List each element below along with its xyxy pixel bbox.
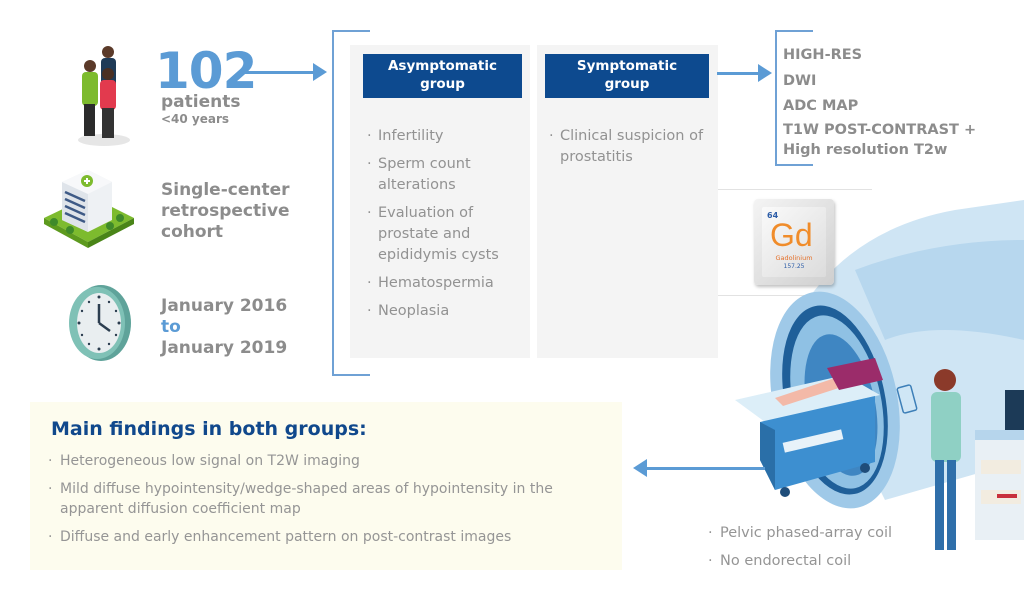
patients-group-icon (78, 46, 130, 146)
list-item: Neoplasia (367, 301, 527, 322)
gd-atomic-number: 64 (767, 211, 779, 220)
arrow-to-groups (245, 71, 315, 74)
arrow-to-protocol-head (758, 64, 772, 82)
symptomatic-title-line2: group (604, 76, 650, 92)
arrow-to-findings-head (633, 459, 647, 477)
arrow-to-groups-head (313, 63, 327, 81)
findings-title: Main findings in both groups: (51, 418, 367, 440)
clock-icon (69, 285, 131, 361)
period-start: January 2016 (161, 296, 288, 316)
asymptomatic-title-line2: group (420, 76, 465, 92)
asymptomatic-title-line1: Asymptomatic (387, 58, 497, 74)
list-item: Evaluation of prostate and epididymis cy… (367, 203, 527, 266)
list-item: Sperm count alterations (367, 154, 527, 196)
hospital-icon (44, 170, 134, 248)
list-item: Hematospermia (367, 273, 527, 294)
arrow-to-protocol (717, 72, 761, 75)
study-design-text: Single-center retrospective cohort (161, 180, 290, 243)
list-item: Heterogeneous low signal on T2W imaging (48, 451, 618, 471)
list-item: Infertility (367, 126, 527, 147)
divider (718, 295, 828, 296)
mri-protocol-list: HIGH-RES DWI ADC MAP T1W POST-CONTRAST +… (783, 43, 976, 160)
study-design-line: cohort (161, 222, 224, 242)
gd-atomic-mass: 157.25 (783, 263, 805, 270)
protocol-item: DWI (783, 72, 817, 89)
list-item: Mild diffuse hypointensity/wedge-shaped … (48, 479, 608, 519)
protocol-item: High resolution T2w (783, 141, 948, 158)
period-end: January 2019 (161, 338, 288, 358)
list-item: No endorectal coil (708, 551, 892, 571)
arrow-to-findings (645, 467, 765, 470)
gadolinium-element-tile: 64 Gd Gadolinium 157.25 (754, 199, 834, 285)
protocol-item: ADC MAP (783, 98, 859, 114)
protocol-item: HIGH-RES (783, 47, 863, 63)
protocol-item: T1W POST-CONTRAST + (783, 121, 977, 138)
symptomatic-group-header: Symptomatic group (545, 54, 709, 98)
symptomatic-title-line1: Symptomatic (576, 58, 678, 74)
gd-name: Gadolinium (775, 254, 813, 262)
list-item: Clinical suspicion of prostatitis (549, 126, 714, 168)
list-item: Diffuse and early enhancement pattern on… (48, 527, 618, 547)
gd-symbol: Gd (770, 217, 813, 253)
patients-label: patients (161, 92, 241, 112)
symptomatic-criteria-list: Clinical suspicion of prostatitis (549, 126, 714, 175)
divider (718, 189, 872, 190)
asymptomatic-group-header: Asymptomatic group (363, 54, 522, 98)
study-period-text: January 2016 to January 2019 (161, 296, 287, 359)
groups-bracket (332, 30, 370, 376)
mri-scanner-illustration (735, 200, 1024, 550)
gadolinium-tile-face: 64 Gd Gadolinium 157.25 (762, 207, 826, 277)
protocol-bracket (775, 30, 813, 166)
age-label: <40 years (161, 112, 230, 126)
findings-list: Heterogeneous low signal on T2W imaging … (48, 451, 618, 555)
study-design-line: retrospective (161, 201, 290, 221)
patient-count: 102 (155, 42, 257, 100)
period-connector: to (161, 317, 181, 337)
study-design-line: Single-center (161, 180, 290, 200)
equipment-list: Pelvic phased-array coil No endorectal c… (708, 523, 892, 579)
asymptomatic-criteria-list: Infertility Sperm count alterations Eval… (367, 126, 527, 329)
list-item: Pelvic phased-array coil (708, 523, 892, 543)
